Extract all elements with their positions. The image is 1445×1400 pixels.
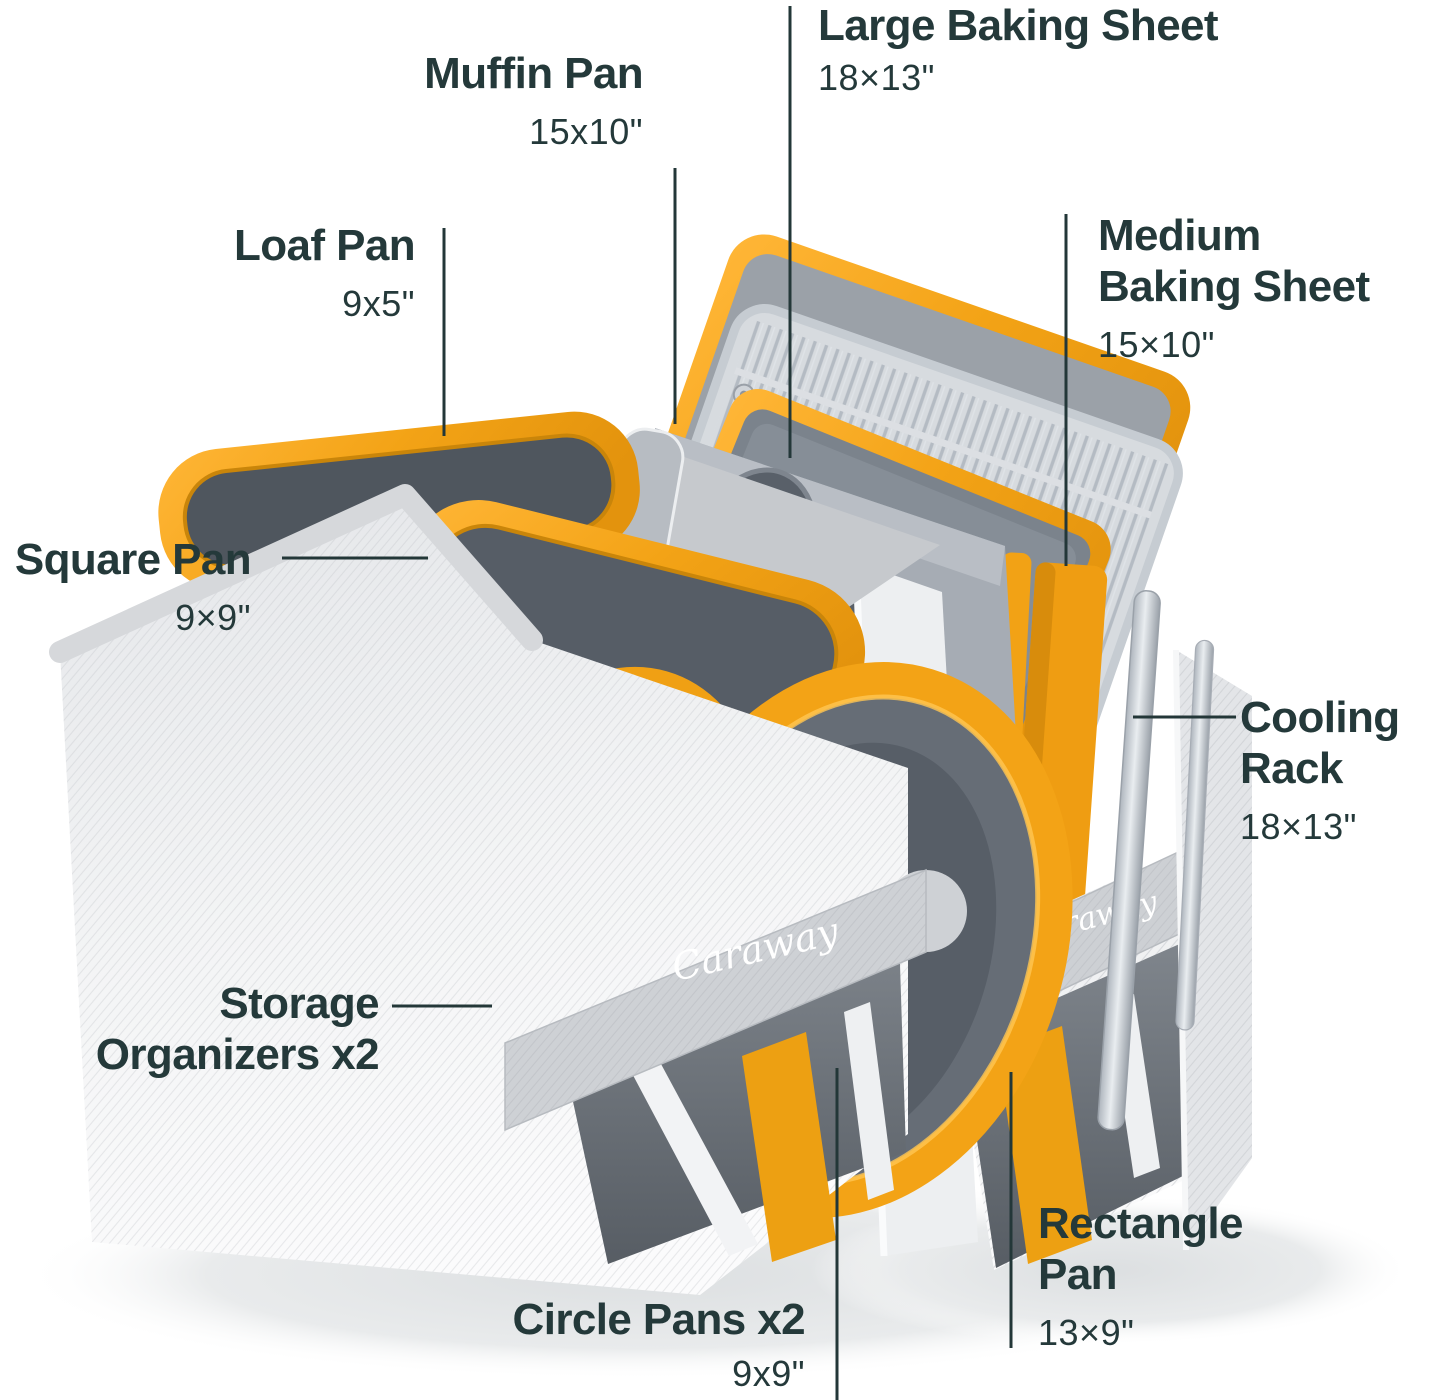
leader-lines	[282, 6, 1236, 1400]
callout-large-baking-sheet: Large Baking Sheet 18×13"	[818, 0, 1219, 99]
callout-rectangle-pan: Rectangle Pan 13×9"	[1038, 1198, 1243, 1354]
dim-large-baking-sheet: 18×13"	[818, 57, 935, 99]
callout-muffin-pan: Muffin Pan 15x10"	[424, 48, 643, 153]
dim-muffin-pan: 15x10"	[529, 111, 643, 153]
callout-cooling-rack: Cooling Rack 18×13"	[1240, 692, 1400, 848]
label-storage-organizers-line1: Storage	[219, 979, 379, 1028]
dim-rectangle-pan: 13×9"	[1038, 1312, 1135, 1354]
callout-loaf-pan: Loaf Pan 9x5"	[234, 220, 416, 325]
label-rectangle-pan-line1: Rectangle	[1038, 1199, 1243, 1248]
left-organizer-wall: Caraway	[49, 484, 967, 1295]
callout-circle-pans: Circle Pans x2 9x9"	[512, 1294, 806, 1395]
dim-cooling-rack: 18×13"	[1240, 806, 1357, 848]
label-square-pan: Square Pan	[14, 535, 252, 584]
dim-loaf-pan: 9x5"	[342, 283, 415, 325]
callout-square-pan: Square Pan 9×9"	[14, 534, 252, 639]
label-storage-organizers-line2: Organizers x2	[95, 1030, 380, 1080]
label-loaf-pan: Loaf Pan	[234, 221, 416, 270]
label-medium-baking-sheet-line2: Baking Sheet	[1098, 262, 1370, 312]
dim-square-pan: 9×9"	[175, 597, 251, 639]
label-medium-baking-sheet-line1: Medium	[1098, 211, 1261, 260]
callout-medium-baking-sheet: Medium Baking Sheet 15×10"	[1098, 210, 1370, 366]
cooling-rack-feet	[1097, 590, 1215, 1131]
dim-medium-baking-sheet: 15×10"	[1098, 324, 1215, 366]
label-muffin-pan: Muffin Pan	[424, 49, 643, 98]
label-circle-pans: Circle Pans x2	[512, 1295, 806, 1344]
dim-circle-pans: 9x9"	[732, 1353, 805, 1395]
label-large-baking-sheet: Large Baking Sheet	[818, 1, 1219, 50]
label-cooling-rack-line1: Cooling	[1240, 693, 1400, 742]
label-cooling-rack-line2: Rack	[1240, 744, 1343, 794]
label-rectangle-pan-line2: Pan	[1038, 1250, 1118, 1300]
callout-storage-organizers: Storage Organizers x2	[95, 978, 380, 1080]
